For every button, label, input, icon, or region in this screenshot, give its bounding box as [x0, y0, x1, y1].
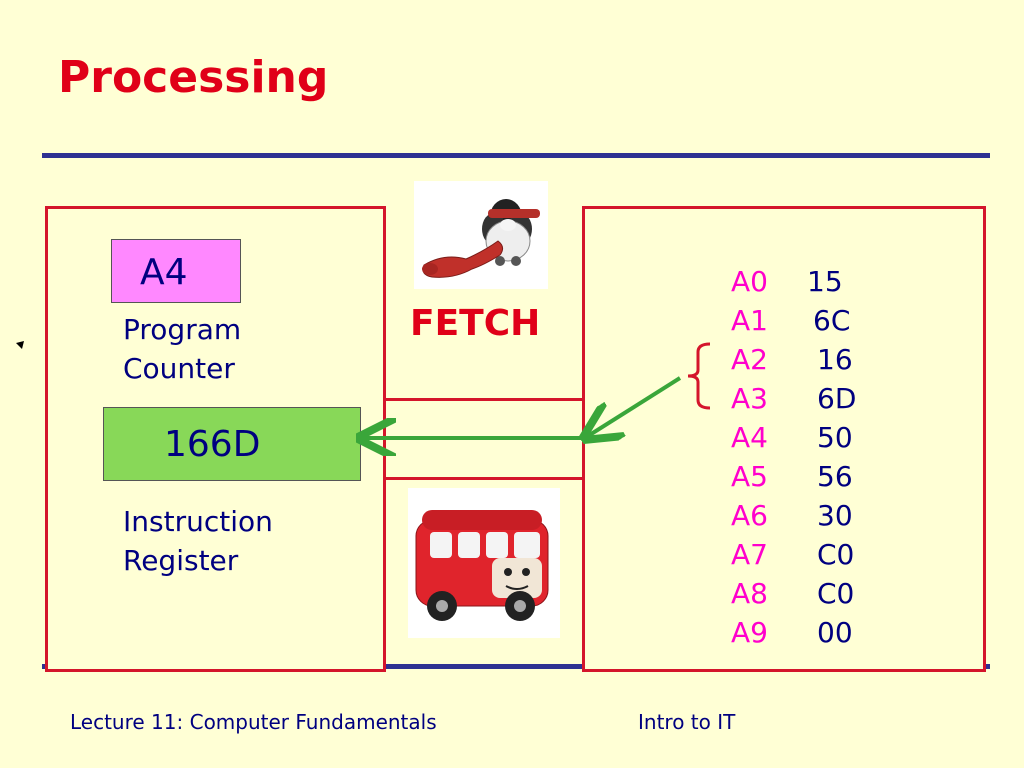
memory-row: A5 56: [731, 457, 931, 496]
program-counter-value: A4: [140, 252, 188, 293]
footer-course: Intro to IT: [638, 710, 736, 734]
fetch-arrow-icon: [350, 376, 682, 456]
memory-value: 16: [817, 343, 853, 376]
memory-value: 6C: [813, 304, 851, 337]
memory-address: A2: [731, 343, 768, 376]
memory-row: A1 6C: [731, 301, 931, 340]
memory-row: A0 15: [731, 262, 931, 301]
memory-address: A1: [731, 304, 768, 337]
small-marker-icon: [14, 336, 26, 355]
memory-row: A3 6D: [731, 379, 931, 418]
fetch-label: FETCH: [410, 303, 541, 344]
instruction-register-box: 166D: [103, 407, 361, 481]
memory-address: A9: [731, 616, 768, 649]
red-bus-toy-icon: [408, 488, 560, 638]
memory-row: A8 C0: [731, 574, 931, 613]
program-counter-box: A4: [111, 239, 241, 303]
footer-lecture: Lecture 11: Computer Fundamentals: [70, 710, 437, 734]
instruction-register-label-line2: Register: [123, 544, 239, 577]
instruction-register-label-line1: Instruction: [123, 505, 273, 538]
memory-address: A8: [731, 577, 768, 610]
instruction-register-label: Instruction Register: [123, 502, 273, 580]
memory-row: A2 16: [731, 340, 931, 379]
memory-address: A6: [731, 499, 768, 532]
memory-value: C0: [817, 577, 855, 610]
memory-value: 50: [817, 421, 853, 454]
memory-panel: [582, 206, 986, 672]
memory-value: 30: [817, 499, 853, 532]
memory-value: 6D: [817, 382, 857, 415]
memory-value: C0: [817, 538, 855, 571]
bus-line-top: [384, 398, 584, 401]
memory-address: A4: [731, 421, 768, 454]
memory-row: A6 30: [731, 496, 931, 535]
dog-with-bone-icon: [414, 181, 548, 289]
bottom-rule: [42, 664, 990, 669]
memory-row: A9 00: [731, 613, 931, 652]
program-counter-label-line1: Program: [123, 313, 242, 346]
instruction-register-value: 166D: [164, 424, 261, 465]
slide-title: Processing: [58, 52, 329, 103]
memory-address: A7: [731, 538, 768, 571]
memory-address: A5: [731, 460, 768, 493]
program-counter-label-line2: Counter: [123, 352, 235, 385]
memory-value: 56: [817, 460, 853, 493]
bus-line-bottom: [384, 477, 584, 480]
memory-address: A0: [731, 265, 768, 298]
memory-value: 15: [807, 265, 843, 298]
memory-bracket-icon: [687, 342, 711, 410]
memory-value: 00: [817, 616, 853, 649]
top-rule: [42, 153, 990, 158]
memory-address: A3: [731, 382, 768, 415]
program-counter-label: Program Counter: [123, 310, 241, 388]
memory-row: A4 50: [731, 418, 931, 457]
memory-row: A7 C0: [731, 535, 931, 574]
